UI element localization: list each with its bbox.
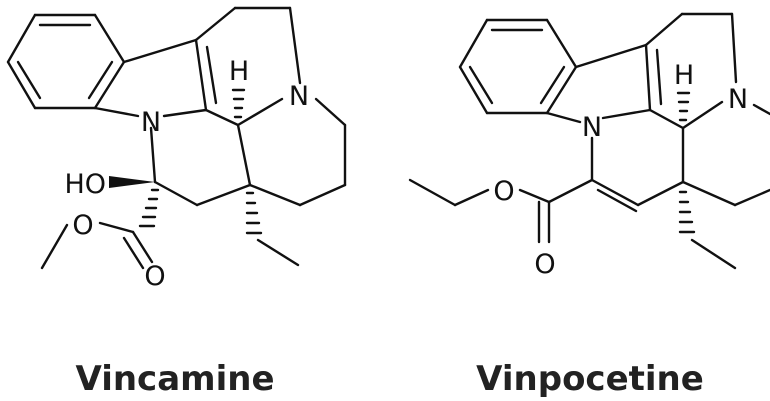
vincamine-hydroxyl-wedge xyxy=(109,176,155,188)
vinpocetine-bonds xyxy=(408,12,770,270)
vinpocetine-label: Vinpocetine xyxy=(476,359,704,399)
vincamine-ester-hash xyxy=(138,188,160,228)
vinpocetine-indole-nitrogen: N xyxy=(582,112,602,143)
vincamine-carbonyl-oxygen: O xyxy=(144,261,165,292)
vincamine-h-hash xyxy=(231,88,246,119)
vincamine-indole-nitrogen: N xyxy=(141,107,161,138)
vinpocetine-hydrogen: H xyxy=(674,60,694,91)
vincamine-hydrogen: H xyxy=(229,56,249,87)
vincamine-hydroxyl: HO xyxy=(64,169,106,200)
vinpocetine-carbonyl-oxygen: O xyxy=(534,249,555,280)
vinpocetine-ester-oxygen: O xyxy=(493,176,514,207)
vincamine-ethyl-hash xyxy=(245,191,263,235)
vincamine-bonds xyxy=(6,6,347,270)
vinpocetine-ethyl-hash xyxy=(678,190,696,234)
vincamine-ester-oxygen: O xyxy=(72,210,93,241)
vinpocetine-h-hash xyxy=(676,91,691,122)
vincamine-structure: N N H HO O O xyxy=(6,6,347,292)
vinpocetine-structure: N N H O O xyxy=(408,12,770,280)
vincamine-label: Vincamine xyxy=(75,359,274,399)
vincamine-amine-nitrogen: N xyxy=(289,81,309,112)
vinpocetine-amine-nitrogen: N xyxy=(728,84,748,115)
